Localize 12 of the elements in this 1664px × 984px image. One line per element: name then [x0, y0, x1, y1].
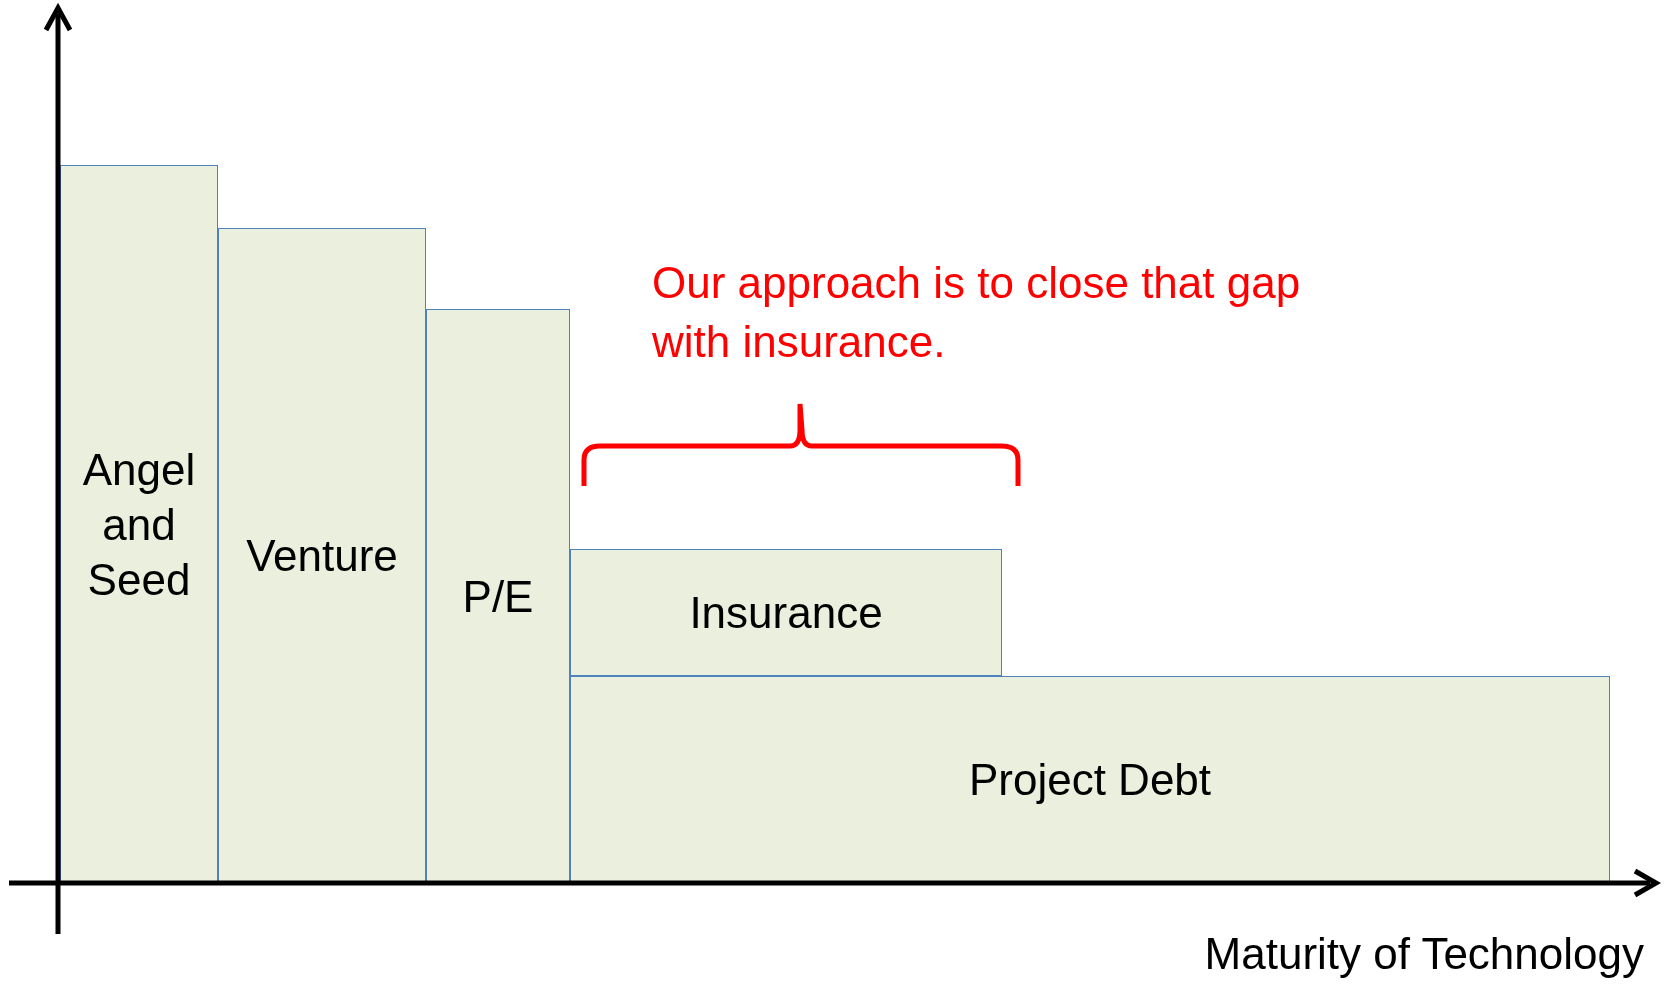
annotation-text: Our approach is to close that gap with insurance.: [652, 257, 1302, 368]
block-label: Insurance: [689, 587, 883, 639]
block-label: Project Debt: [968, 754, 1212, 806]
block-label: Venture: [246, 530, 398, 582]
funding-block: [570, 549, 1002, 676]
axis-label: Maturity of Technology: [1204, 928, 1644, 980]
block-label: P/E: [462, 570, 534, 623]
funding-block: [218, 228, 426, 883]
funding-block: [570, 676, 1610, 883]
funding-block: [60, 165, 218, 883]
block-label: Angel and Seed: [81, 443, 197, 606]
funding-block: [426, 309, 570, 883]
